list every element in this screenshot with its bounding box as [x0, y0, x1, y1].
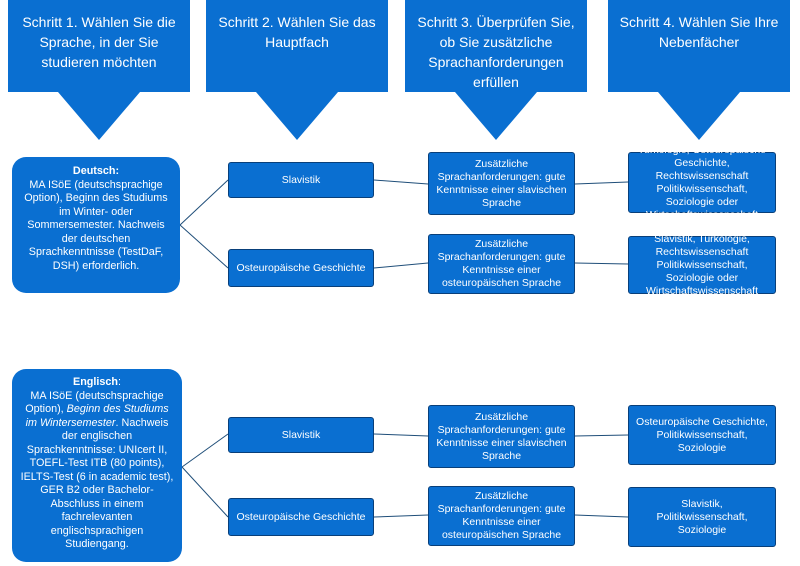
step-1-label: Schritt 1. Wählen Sie die Sprache, in de… [22, 14, 176, 70]
minors-label: Turkologie, Osteuropäische Geschichte, R… [637, 143, 766, 221]
language-box-deutsch: Deutsch: MA ISöE (deutschsprachige Optio… [12, 157, 180, 293]
connector-line [373, 514, 429, 518]
step-4-label: Schritt 4. Wählen Sie Ihre Nebenfächer [619, 14, 779, 50]
language-title-suffix: : [118, 376, 121, 388]
connector-line [574, 514, 629, 518]
language-title: Deutsch [72, 165, 116, 177]
language-title: Englisch [73, 376, 118, 388]
connector-line [574, 262, 629, 265]
requirement-label: Zusätzliche Sprachanforderungen: gute Ke… [437, 490, 566, 541]
requirement-label: Zusätzliche Sprachanforderungen: gute Ke… [436, 410, 567, 462]
minors-box: Slavistik, Politikwissenschaft, Soziolog… [628, 487, 776, 547]
major-box-osteuropaeische-geschichte: Osteuropäische Geschichte [228, 249, 374, 287]
minors-label: Slavistik, Turkologie, Rechtswissenschaf… [645, 232, 759, 297]
language-description-part-2: . Nachweis der englischen Sprachkenntnis… [20, 416, 174, 551]
connector-line [373, 433, 429, 437]
language-description-part-1: MA ISöE (deutschsprachige Option), [25, 389, 164, 416]
major-label: Slavistik [281, 173, 321, 186]
step-2-label: Schritt 2. Wählen Sie das Hauptfach [218, 14, 376, 50]
major-box-slavistik: Slavistik [228, 162, 374, 198]
major-label: Osteuropäische Geschichte [236, 261, 366, 274]
language-description: MA ISöE (deutschsprachige Option), Begin… [24, 178, 168, 272]
connector-line [574, 181, 629, 185]
language-description-italic: Beginn des Studiums im Wintersemester [25, 403, 169, 429]
major-box-osteuropaeische-geschichte: Osteuropäische Geschichte [228, 498, 374, 536]
connector-line [179, 224, 229, 269]
step-3-label: Schritt 3. Überprüfen Sie, ob Sie zusätz… [417, 14, 575, 90]
connector-line [373, 179, 429, 185]
minors-box: Osteuropäische Geschichte, Politikwissen… [628, 405, 776, 465]
requirement-box: Zusätzliche Sprachanforderungen: gute Ke… [428, 234, 575, 294]
language-title-suffix: : [115, 165, 120, 177]
major-label: Osteuropäische Geschichte [236, 510, 366, 523]
connector-line [574, 434, 629, 437]
connector-line [373, 262, 429, 269]
requirement-box: Zusätzliche Sprachanforderungen: gute Ke… [428, 486, 575, 546]
requirement-box: Zusätzliche Sprachanforderungen: gute Ke… [428, 152, 575, 215]
requirement-label: Zusätzliche Sprachanforderungen: gute Ke… [436, 157, 567, 209]
connector-line [181, 433, 229, 468]
connector-line [181, 466, 229, 518]
minors-box: Slavistik, Turkologie, Rechtswissenschaf… [628, 233, 776, 297]
minors-box: Turkologie, Osteuropäische Geschichte, R… [628, 144, 776, 221]
language-box-englisch: Englisch: MA ISöE (deutschsprachige Opti… [12, 369, 182, 562]
requirement-label: Zusätzliche Sprachanforderungen: gute Ke… [437, 238, 566, 289]
requirement-box: Zusätzliche Sprachanforderungen: gute Ke… [428, 405, 575, 468]
connector-line [179, 179, 229, 226]
minors-label: Osteuropäische Geschichte, Politikwissen… [636, 415, 768, 454]
major-label: Slavistik [281, 428, 321, 441]
minors-label: Slavistik, Politikwissenschaft, Soziolog… [656, 497, 748, 536]
major-box-slavistik: Slavistik [228, 417, 374, 453]
